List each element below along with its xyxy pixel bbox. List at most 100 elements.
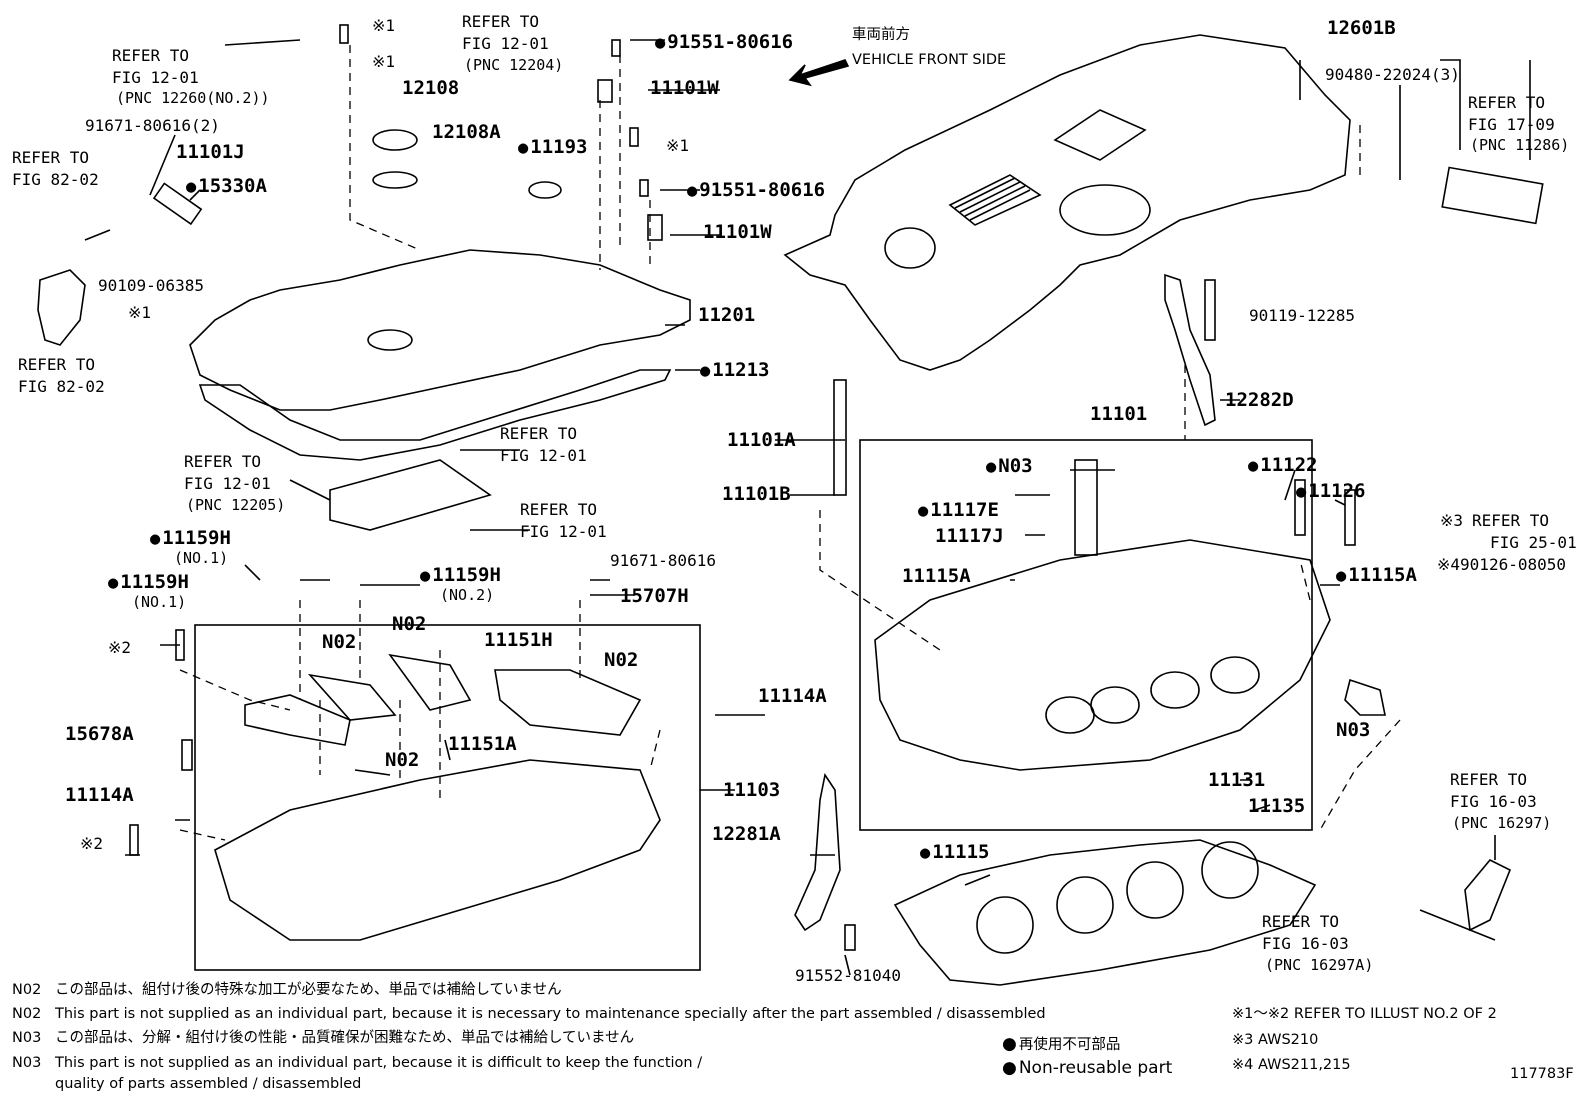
note-text: This part is not supplied as an individu…: [55, 1055, 703, 1071]
part-11101A[interactable]: 11101A: [727, 429, 796, 451]
part-11213[interactable]: 11213: [700, 360, 769, 382]
part-12281A[interactable]: 12281A: [712, 823, 781, 845]
part-91551-a[interactable]: 91551-80616: [655, 32, 793, 54]
ref-1603-a-pnc: (PNC 16297): [1452, 814, 1552, 832]
part-N02-b[interactable]: N02: [392, 613, 427, 635]
part-11201[interactable]: 11201: [698, 304, 756, 326]
legend-aws210: ※3 AWS210: [1232, 1032, 1319, 1048]
note-code: N02: [12, 1006, 42, 1022]
part-12108[interactable]: 12108: [402, 77, 460, 99]
part-11193[interactable]: 11193: [518, 137, 587, 159]
ref-mark-3: ※3: [1440, 511, 1464, 530]
figure-id: 117783F: [1510, 1066, 1574, 1082]
part-12601B[interactable]: 12601B: [1327, 17, 1396, 39]
part-90480[interactable]: 90480-22024(3): [1325, 65, 1460, 84]
ref-1709[interactable]: REFER TO: [1468, 93, 1546, 112]
part-11151A[interactable]: 11151A: [448, 733, 517, 755]
ref-1201-d[interactable]: REFER TO: [184, 452, 262, 471]
ref-1201-c-fig[interactable]: FIG 12-01: [500, 446, 587, 465]
ref-2501[interactable]: REFER TO: [1472, 511, 1550, 530]
part-11122[interactable]: 11122: [1248, 455, 1317, 477]
part-11131[interactable]: 11131: [1208, 769, 1266, 791]
part-11103[interactable]: 11103: [723, 779, 781, 801]
cover-grille: [948, 174, 1042, 226]
cover-oil-cap-opening: [1059, 184, 1151, 236]
ref-mark-2a: ※2: [108, 638, 132, 657]
cylinder-head-box: [859, 439, 1313, 831]
part-11151H[interactable]: 11151H: [484, 629, 553, 651]
engine-hanger-rear: [1164, 273, 1216, 427]
part-11159H-b-no: (NO.1): [132, 593, 187, 611]
part-11101[interactable]: 11101: [1090, 403, 1148, 425]
part-N02-c[interactable]: N02: [604, 649, 639, 671]
part-11115[interactable]: 11115: [920, 842, 989, 864]
note-code: N03: [12, 1030, 42, 1046]
part-91552[interactable]: 91552-81040: [795, 966, 901, 985]
part-12282D[interactable]: 12282D: [1225, 389, 1294, 411]
ref-1201-e-fig[interactable]: FIG 12-01: [520, 522, 607, 541]
ref-8202-a[interactable]: REFER TO: [12, 148, 90, 167]
ref-mark-1b: ※1: [372, 52, 396, 71]
part-11117E[interactable]: 11117E: [918, 500, 999, 522]
part-11101B[interactable]: 11101B: [722, 483, 791, 505]
ref-1603-b-pnc: (PNC 16297A): [1265, 956, 1374, 974]
part-490126[interactable]: ※490126-08050: [1437, 555, 1566, 574]
part-11117J[interactable]: 11117J: [935, 525, 1004, 547]
legend-aws211: ※4 AWS211,215: [1232, 1057, 1351, 1073]
part-N03-b[interactable]: N03: [1336, 719, 1371, 741]
part-11159H-b[interactable]: 11159H: [108, 572, 189, 594]
ref-1603-a[interactable]: REFER TO: [1450, 770, 1528, 789]
ref-1603-b-fig[interactable]: FIG 16-03: [1262, 934, 1349, 953]
vehicle-front-en: VEHICLE FRONT SIDE: [852, 52, 1007, 68]
note-code: N03: [12, 1055, 42, 1071]
part-91671-b[interactable]: 91671-80616: [610, 551, 716, 570]
ref-1603-b[interactable]: REFER TO: [1262, 912, 1340, 931]
ref-1709-pnc: (PNC 11286): [1470, 136, 1570, 154]
ref-1201-c[interactable]: REFER TO: [500, 424, 578, 443]
part-11159H-a[interactable]: 11159H: [150, 528, 231, 550]
ref-1201-e[interactable]: REFER TO: [520, 500, 598, 519]
ref-1201-a-fig[interactable]: FIG 12-01: [462, 34, 549, 53]
ref-1709-fig[interactable]: FIG 17-09: [1468, 115, 1555, 134]
valve-cover-gasket: [198, 369, 672, 461]
part-N02-a[interactable]: N02: [322, 631, 357, 653]
ref-8202-a-fig[interactable]: FIG 82-02: [12, 170, 99, 189]
ref-1201-d-fig[interactable]: FIG 12-01: [184, 474, 271, 493]
part-N02-d[interactable]: N02: [385, 749, 420, 771]
ref-1201-b[interactable]: REFER TO: [112, 46, 190, 65]
part-11114A-a[interactable]: 11114A: [758, 685, 827, 707]
legend-nonreusable-jp: 再使用不可部品: [1002, 1036, 1121, 1054]
part-15330A[interactable]: 15330A: [186, 176, 267, 198]
part-11135[interactable]: 11135: [1248, 795, 1306, 817]
part-12108A[interactable]: 12108A: [432, 121, 501, 143]
engine-hanger-front: [794, 772, 841, 932]
part-90119[interactable]: 90119-12285: [1249, 306, 1355, 325]
ref-2501-fig[interactable]: FIG 25-01: [1490, 533, 1577, 552]
part-11115A-a[interactable]: 11115A: [902, 565, 971, 587]
valve-cover: [189, 249, 691, 411]
ref-8202-b[interactable]: REFER TO: [18, 355, 96, 374]
ref-8202-b-fig[interactable]: FIG 82-02: [18, 377, 105, 396]
part-90109[interactable]: 90109-06385: [98, 276, 204, 295]
part-91671-a[interactable]: 91671-80616(2): [85, 116, 220, 135]
part-15678A[interactable]: 15678A: [65, 723, 134, 745]
part-11101J[interactable]: 11101J: [176, 141, 245, 163]
part-11159H-c-no: (NO.2): [440, 586, 495, 604]
part-11114A-b[interactable]: 11114A: [65, 784, 134, 806]
part-11115A-b[interactable]: 11115A: [1336, 565, 1417, 587]
toyota-emblem: [884, 227, 936, 269]
ref-1201-b-fig[interactable]: FIG 12-01: [112, 68, 199, 87]
part-11126[interactable]: 11126: [1296, 481, 1365, 503]
ref-1603-a-fig[interactable]: FIG 16-03: [1450, 792, 1537, 811]
legend-refer-illust: ※1～※2 REFER TO ILLUST NO.2 OF 2: [1232, 1006, 1497, 1022]
part-11159H-c[interactable]: 11159H: [420, 565, 501, 587]
ref-1201-a-pnc: (PNC 12204): [464, 56, 564, 74]
part-N03-a[interactable]: N03: [986, 456, 1032, 478]
part-11101W-a[interactable]: 11101W: [650, 77, 719, 99]
part-91551-b[interactable]: 91551-80616: [687, 180, 825, 202]
part-11101W-b[interactable]: 11101W: [703, 221, 772, 243]
note-text: quality of parts assembled / disassemble…: [55, 1076, 362, 1092]
part-15707H[interactable]: 15707H: [620, 585, 689, 607]
ref-1201-a[interactable]: REFER TO: [462, 12, 540, 31]
